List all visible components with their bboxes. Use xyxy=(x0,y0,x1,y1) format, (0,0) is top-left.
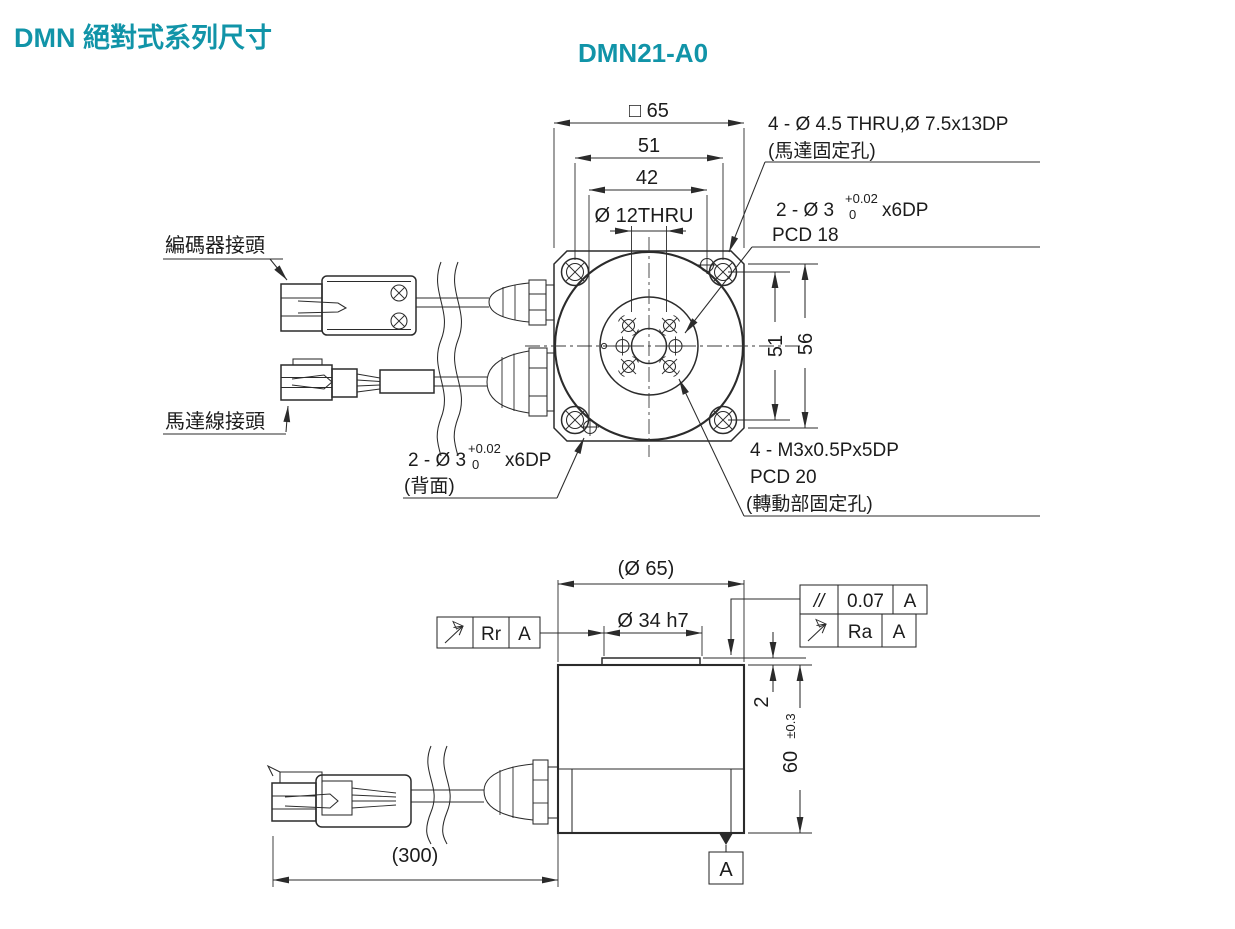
surface-arrow-icon xyxy=(807,618,827,642)
svg-text:42: 42 xyxy=(636,167,658,189)
motor-cable-gland xyxy=(486,347,555,417)
dim-51-vertical: 51 xyxy=(728,271,790,421)
svg-text:2 - Ø 3: 2 - Ø 3 xyxy=(776,200,834,221)
callout-front-dowel-holes: 2 - Ø 3 +0.02 0 x6DP PCD 18 xyxy=(684,191,1040,334)
svg-text:+0.02: +0.02 xyxy=(845,191,878,206)
top-view-centerlines xyxy=(525,237,800,457)
svg-text://: // xyxy=(812,591,826,612)
svg-text:4 - M3x0.5Px5DP: 4 - M3x0.5Px5DP xyxy=(750,440,899,461)
dim-dia-34: Ø 34 h7 xyxy=(603,610,703,656)
callout-back-dowel-holes: 2 - Ø 3 +0.02 0 x6DP (背面) xyxy=(403,437,585,499)
svg-text:x6DP: x6DP xyxy=(882,200,928,221)
svg-text:A: A xyxy=(904,591,917,612)
svg-text:編碼器接頭: 編碼器接頭 xyxy=(165,234,265,257)
svg-text:60: 60 xyxy=(780,751,802,773)
dim-56-vertical: 56 xyxy=(748,263,818,429)
cable-break-marks-top xyxy=(436,261,462,457)
side-view-cable-gland xyxy=(483,759,559,825)
surface-arrow-icon xyxy=(444,620,464,644)
dim-center-hole: Ø 12THRU xyxy=(595,205,694,312)
dim-51-horizontal: 51 xyxy=(574,135,724,260)
svg-text:Ra: Ra xyxy=(848,622,873,643)
svg-text:A: A xyxy=(893,622,906,643)
svg-text:2 - Ø 3: 2 - Ø 3 xyxy=(408,450,466,471)
callout-rotor-mount-holes: 4 - M3x0.5Px5DP PCD 20 (轉動部固定孔) xyxy=(678,378,1040,517)
svg-text:0.07: 0.07 xyxy=(847,591,884,612)
svg-text:Rr: Rr xyxy=(481,624,502,645)
svg-text:2: 2 xyxy=(751,696,773,707)
fcf-runout-left: Rr A xyxy=(436,616,604,649)
svg-text:A: A xyxy=(518,624,531,645)
label-encoder-connector: 編碼器接頭 xyxy=(163,234,288,281)
svg-text:+0.02: +0.02 xyxy=(468,441,501,456)
encoder-connector-drawing xyxy=(280,275,489,336)
fcf-runout-right: Ra A xyxy=(799,613,917,648)
flange-dowel-holes xyxy=(581,256,716,436)
svg-text:PCD 18: PCD 18 xyxy=(772,225,839,246)
svg-text:A: A xyxy=(719,859,733,881)
svg-text:(馬達固定孔): (馬達固定孔) xyxy=(768,140,876,162)
dim-plate-height-2: 2 xyxy=(703,632,812,708)
svg-text:馬達線接頭: 馬達線接頭 xyxy=(165,410,265,433)
svg-text:Ø 34 h7: Ø 34 h7 xyxy=(617,610,688,632)
side-view-connector-drawing xyxy=(266,764,484,828)
dim-dia-65: (Ø 65) xyxy=(557,558,745,662)
rotor-hub-holes xyxy=(600,315,685,377)
dim-cable-300: (300) xyxy=(272,833,559,887)
svg-text:±0.3: ±0.3 xyxy=(783,713,798,738)
svg-text:(300): (300) xyxy=(392,845,439,867)
svg-text:□ 65: □ 65 xyxy=(629,100,669,122)
svg-text:Ø 12THRU: Ø 12THRU xyxy=(595,205,694,227)
svg-text:4 - Ø 4.5 THRU,Ø 7.5x13DP: 4 - Ø 4.5 THRU,Ø 7.5x13DP xyxy=(768,114,1008,135)
svg-text:56: 56 xyxy=(795,333,817,355)
page-title: DMN 絕對式系列尺寸 xyxy=(14,23,272,53)
dim-square-65: □ 65 xyxy=(553,100,745,248)
motor-connector-drawing xyxy=(280,358,487,401)
svg-text:x6DP: x6DP xyxy=(505,450,551,471)
cable-break-marks-side xyxy=(426,745,451,845)
encoder-cable-gland xyxy=(488,279,555,326)
svg-text:51: 51 xyxy=(765,335,787,357)
svg-text:51: 51 xyxy=(638,135,660,157)
svg-text:(轉動部固定孔): (轉動部固定孔) xyxy=(746,493,873,515)
callout-motor-mount-holes: 4 - Ø 4.5 THRU,Ø 7.5x13DP (馬達固定孔) xyxy=(728,114,1040,253)
fcf-parallelism: // 0.07 A xyxy=(727,584,928,655)
svg-text:(Ø 65): (Ø 65) xyxy=(618,558,675,580)
svg-text:(背面): (背面) xyxy=(404,475,455,497)
variant-title: DMN21-A0 xyxy=(578,38,708,68)
side-view-body xyxy=(556,657,746,835)
svg-text:PCD 20: PCD 20 xyxy=(750,467,817,488)
datum-a-symbol: A xyxy=(708,833,744,885)
svg-text:0: 0 xyxy=(849,207,856,222)
dim-total-height-60: 60 ±0.3 xyxy=(748,665,812,834)
svg-text:0: 0 xyxy=(472,457,479,472)
label-motor-connector: 馬達線接頭 xyxy=(163,405,291,435)
dim-42: 42 xyxy=(588,167,708,419)
